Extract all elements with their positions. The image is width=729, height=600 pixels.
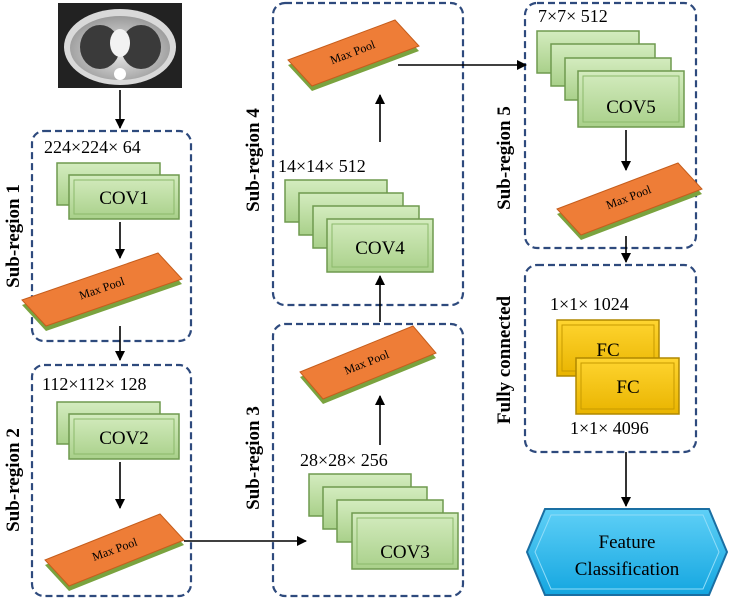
sub-region-3-border (271, 322, 465, 598)
fc-dims-bottom: 1×1× 4096 (570, 418, 649, 438)
conv-stack-4: COV4 (284, 179, 434, 273)
sub-region-1-border (30, 129, 193, 343)
flow-arrows (115, 60, 631, 546)
sub-region-3-title: Sub-region 3 (243, 406, 264, 510)
conv-stack-1: COV1 (56, 162, 180, 220)
conv-stack-3: COV3 (308, 473, 459, 570)
sub-region-1-title: Sub-region 1 (3, 184, 24, 288)
conv-stack-5: COV5 (536, 30, 685, 128)
fully-connected-border (523, 263, 698, 454)
fully-connected-title: Fully connected (494, 295, 515, 424)
sub-region-2-title: Sub-region 2 (3, 428, 24, 532)
sub-region-4-title: Sub-region 4 (243, 108, 264, 212)
fc-label-1: FC (596, 340, 619, 361)
conv-label-3: COV3 (380, 542, 430, 563)
sub-region-2-dims: 112×112× 128 (42, 374, 146, 394)
output-label-line1: Feature (599, 532, 656, 553)
conv-label-4: COV4 (355, 238, 405, 259)
max-pool-3: Max Pool (299, 325, 437, 404)
max-pool-2: Max Pool (44, 513, 185, 591)
fc-dims-top: 1×1× 1024 (550, 294, 629, 314)
sub-region-5-title: Sub-region 5 (494, 106, 515, 210)
conv-label-5: COV5 (606, 97, 656, 118)
sub-region-1-dims: 224×224× 64 (44, 137, 141, 157)
max-pool-5: Max Pool (556, 162, 703, 240)
feature-classification-node: Feature Classification (525, 508, 729, 596)
sub-region-2-border (30, 363, 193, 598)
ct-scan-image (58, 3, 182, 88)
sub-region-5-dims: 7×7× 512 (538, 6, 608, 26)
conv-label-2: COV2 (99, 428, 149, 449)
fc-box-2: FC (575, 357, 680, 415)
conv-stack-2: COV2 (56, 401, 180, 460)
fc-label-2: FC (616, 377, 639, 398)
sub-region-4-dims: 14×14× 512 (278, 156, 366, 176)
sub-region-3-dims: 28×28× 256 (300, 450, 388, 470)
max-pool-4: Max Pool (287, 19, 420, 91)
sub-region-4-border (271, 1, 465, 307)
max-pool-1: Max Pool (21, 252, 183, 331)
sub-region-5-border (523, 1, 698, 250)
conv-label-1: COV1 (99, 188, 149, 209)
output-label-line2: Classification (575, 559, 680, 580)
